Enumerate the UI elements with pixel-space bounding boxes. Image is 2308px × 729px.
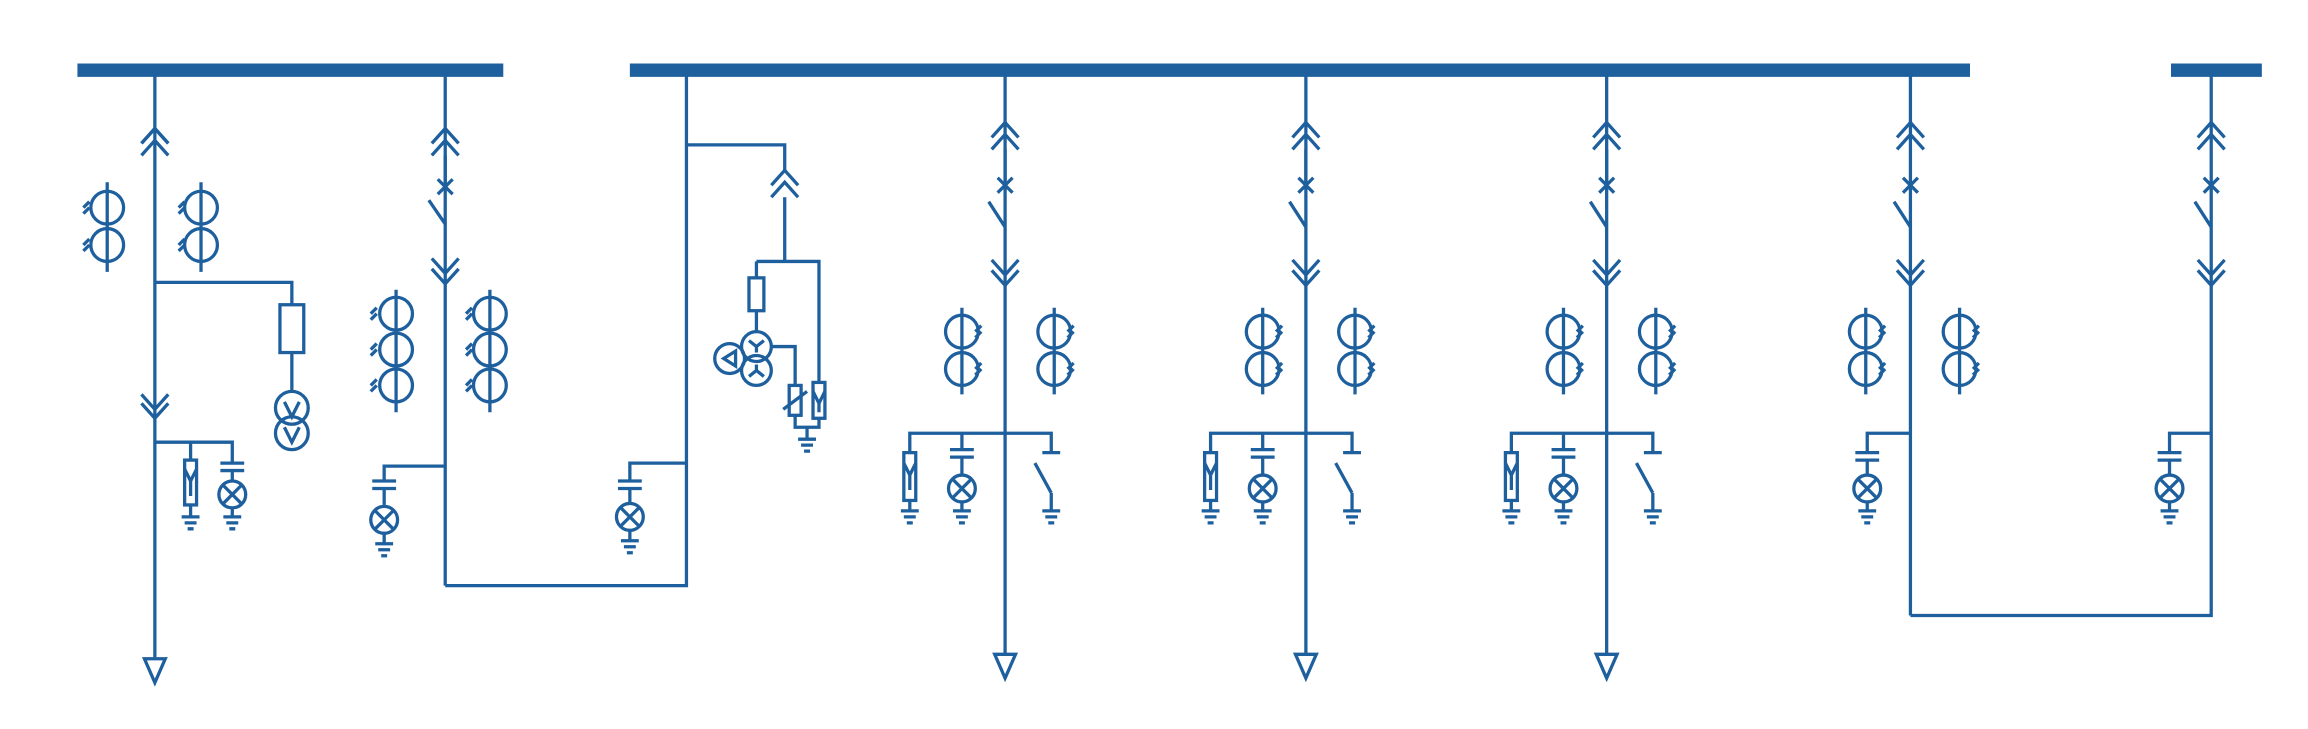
cable-outlet-arrow-icon — [1593, 652, 1620, 683]
circuit-breaker-icon — [1901, 176, 1920, 194]
plug-connector-icon — [430, 257, 460, 287]
disconnector-icon — [427, 199, 447, 226]
metering-feeder — [686, 143, 827, 453]
ground-icon — [1554, 501, 1573, 525]
bus-coupler-feeder — [1847, 70, 2213, 618]
outgoing-feeder-1 — [900, 70, 1075, 683]
voltage-indicator-icon — [1852, 473, 1883, 504]
ground-icon — [798, 437, 816, 453]
circuit-breaker-icon — [2202, 176, 2220, 194]
ground-icon — [223, 507, 242, 531]
plug-connector-icon — [430, 126, 460, 157]
voltage-indicator-icon — [217, 479, 248, 510]
ground-icon — [952, 501, 971, 525]
plug-connector-icon — [140, 126, 170, 157]
ground-icon — [1858, 501, 1877, 525]
voltage-indicator-icon — [1247, 473, 1278, 504]
voltage-transformer-icon — [713, 329, 773, 388]
current-transformer-icon — [1637, 307, 1677, 395]
ground-icon — [1201, 500, 1220, 525]
ground-icon — [1253, 501, 1272, 525]
plug-connector-icon — [1895, 120, 1926, 151]
current-transformer-icon — [177, 182, 220, 272]
current-transformer-icon — [82, 182, 126, 272]
plug-connector-icon — [1291, 120, 1321, 151]
disconnector-icon — [1892, 200, 1912, 228]
disconnector-icon — [987, 200, 1007, 228]
voltage-indicator-icon — [1548, 473, 1579, 504]
outgoing-feeder-3 — [1502, 70, 1677, 683]
earthing-switch-icon — [1334, 462, 1361, 525]
disconnector-icon — [1288, 200, 1308, 228]
voltage-indicator-icon — [369, 504, 400, 535]
ground-icon — [1502, 500, 1521, 525]
incoming-feeder — [82, 70, 310, 687]
cable-outlet-arrow-icon — [1292, 652, 1319, 683]
ground-icon — [375, 533, 394, 558]
current-transformer-icon — [369, 289, 415, 413]
fuse-icon — [747, 276, 766, 313]
plug-connector-icon — [990, 258, 1020, 288]
voltage-transformer-icon — [273, 389, 310, 452]
current-transformer-icon — [1337, 307, 1376, 395]
cable-outlet-arrow-icon — [141, 657, 168, 687]
ground-icon — [620, 530, 639, 555]
outgoing-feeder-2 — [1201, 70, 1376, 683]
riser-feeder — [614, 461, 687, 555]
plug-connector-icon — [1291, 258, 1321, 288]
earthing-switch-icon — [1033, 462, 1061, 525]
earthing-switch-icon — [1635, 462, 1662, 525]
plug-connector-icon — [1592, 120, 1622, 151]
plug-connector-icon — [770, 167, 800, 199]
voltage-indicator-icon — [946, 473, 977, 504]
plug-connector-icon — [1592, 258, 1622, 288]
current-transformer-icon — [1036, 307, 1075, 395]
plug-connector-icon — [990, 120, 1020, 151]
current-transformer-icon — [1545, 307, 1584, 395]
circuit-breaker-icon — [1297, 176, 1315, 194]
bus-section-feeder — [369, 70, 689, 588]
current-transformer-icon — [1244, 307, 1284, 395]
disconnector-icon — [2193, 200, 2213, 228]
current-transformer-icon — [464, 289, 508, 413]
plug-connector-icon — [2196, 258, 2226, 288]
ground-icon — [900, 500, 919, 525]
cable-outlet-arrow-icon — [992, 652, 1019, 683]
ground-icon — [181, 504, 200, 531]
bus-coupler-riser — [2154, 120, 2226, 525]
current-transformer-icon — [943, 307, 983, 395]
circuit-breaker-icon — [996, 176, 1014, 194]
fuse-icon — [278, 303, 306, 355]
voltage-indicator-icon — [2154, 473, 2185, 504]
disconnector-icon — [1588, 200, 1609, 228]
plug-connector-icon — [1895, 258, 1926, 288]
current-transformer-icon — [1847, 307, 1887, 395]
plug-connector-icon — [2196, 120, 2226, 151]
ground-icon — [2160, 501, 2179, 525]
voltage-indicator-icon — [614, 501, 645, 532]
circuit-breaker-icon — [1598, 176, 1616, 194]
current-transformer-icon — [1941, 307, 1981, 395]
plug-connector-icon — [140, 393, 170, 421]
